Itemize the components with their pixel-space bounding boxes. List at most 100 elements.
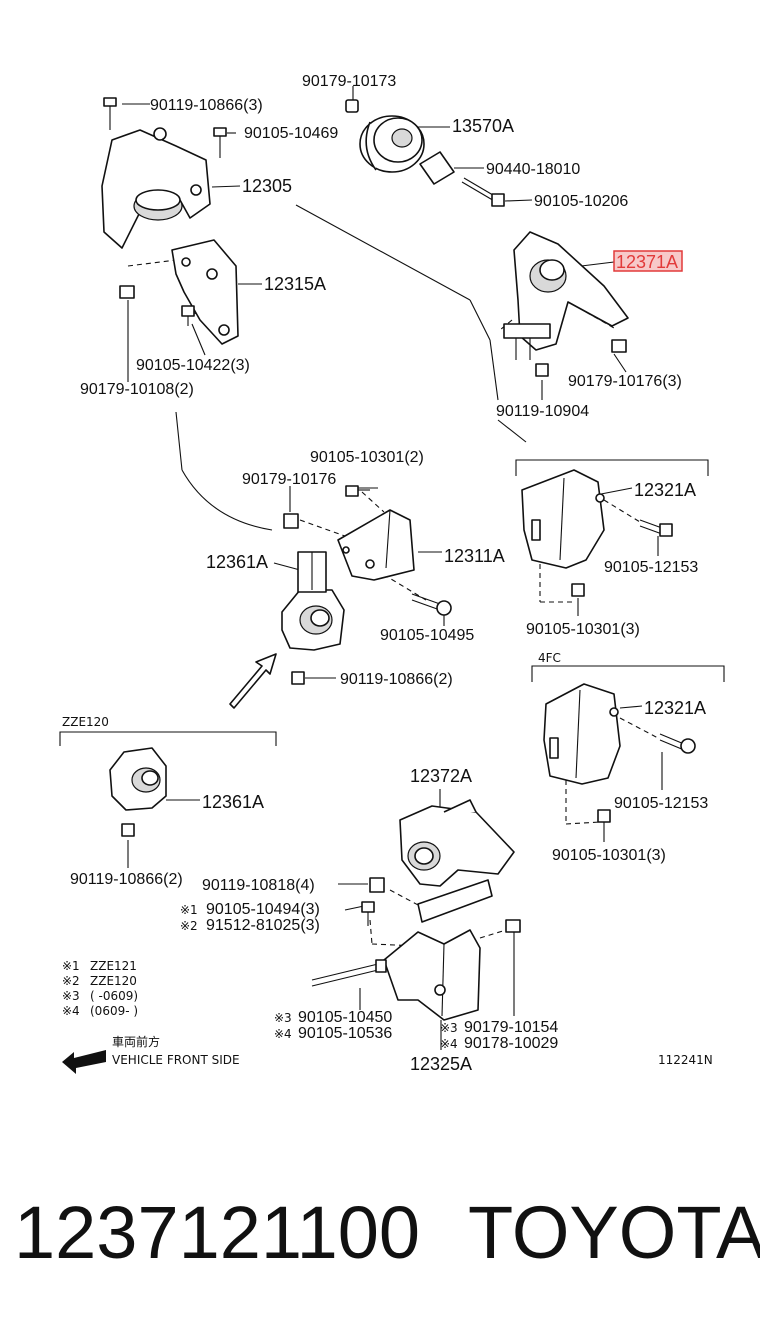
group-label-4fc: 4FC	[538, 651, 561, 665]
bolt-90105-10301-top	[571, 583, 585, 597]
bolt-90105-10301-mid	[345, 485, 370, 497]
bracket-12325A	[383, 929, 481, 1021]
nut-90179-10154	[505, 919, 521, 933]
label-12311A: 12311A	[444, 546, 505, 566]
label-12321A-bottom: 12321A	[644, 698, 706, 718]
legend-text-2: ZZE120	[90, 974, 137, 988]
front-label-en: VEHICLE FRONT SIDE	[112, 1053, 240, 1067]
front-arrow-icon	[62, 1050, 106, 1074]
label-12321A-top: 12321A	[634, 480, 696, 500]
label-90105-10301-3-bottom: 90105-10301(3)	[552, 847, 666, 864]
mark-1: ※1	[180, 903, 198, 917]
part-number: 1237121100	[14, 1191, 421, 1274]
mount-12372A	[399, 799, 515, 923]
label-12371A: 12371A	[616, 252, 678, 272]
label-12315A: 12315A	[264, 274, 326, 294]
legend-text-3: ( -0609)	[90, 989, 138, 1003]
nut-90179-10176-right	[611, 339, 627, 353]
bolt-90105-10450	[311, 959, 387, 987]
mount-12371A-highlighted	[503, 231, 629, 360]
label-90105-12153-top: 90105-12153	[604, 559, 698, 576]
label-90105-12153-bottom: 90105-12153	[614, 795, 708, 812]
mark-3-left: ※3	[274, 1011, 292, 1025]
label-90440-18010: 90440-18010	[486, 161, 580, 178]
label-90105-10422-3: 90105-10422(3)	[136, 357, 250, 374]
label-90179-10108-2: 90179-10108(2)	[80, 381, 194, 398]
part-labels: 90179-10173 90119-10866(3) 13570A 90105-…	[70, 73, 708, 1074]
diagram-canvas: 90179-10173 90119-10866(3) 13570A 90105-…	[59, 73, 725, 1074]
label-12361A: 12361A	[206, 552, 268, 572]
mark-4-right: ※4	[440, 1037, 458, 1051]
label-90178-10029: 90178-10029	[464, 1035, 558, 1052]
label-90179-10176: 90179-10176	[242, 471, 336, 488]
label-90105-10495: 90105-10495	[380, 627, 474, 644]
label-90105-10450: 90105-10450	[298, 1009, 392, 1026]
label-90179-10176-3: 90179-10176(3)	[568, 373, 682, 390]
bolt-90105-12153-bottom	[659, 733, 696, 754]
footer-caption: 1237121100 TOYOTA	[0, 1180, 760, 1300]
legend-text-1: ZZE121	[90, 959, 137, 973]
engine-mount-12305	[101, 127, 211, 249]
bolt-90105-10301-bottom	[597, 809, 611, 823]
label-90119-10904: 90119-10904	[496, 403, 589, 420]
legend-mark-4: ※4	[62, 1004, 80, 1018]
nut-90179-10176-mid	[283, 513, 299, 529]
legend-mark-1: ※1	[62, 959, 80, 973]
brand-name: TOYOTA	[468, 1191, 760, 1274]
highlight-box	[613, 250, 683, 272]
bolt-90119-10818	[369, 877, 385, 893]
label-90119-10866-2-zze120: 90119-10866(2)	[70, 871, 183, 888]
footnote-legend: ※1 ZZE121 ※2 ZZE120 ※3 ( -0609) ※4 (0609…	[62, 959, 138, 1018]
label-90105-10494-3: 90105-10494(3)	[206, 901, 320, 918]
legend-mark-3: ※3	[62, 989, 80, 1003]
mark-2: ※2	[180, 919, 198, 933]
label-12361A-zze120: 12361A	[202, 792, 264, 812]
vehicle-front-indicator: 車両前方 VEHICLE FRONT SIDE	[112, 1034, 240, 1067]
group-brackets	[59, 459, 725, 746]
bracket-12315A	[171, 239, 239, 345]
bolt-90105-10469	[213, 127, 227, 158]
bracket-12321A-bottom	[543, 683, 621, 785]
mark-4-left: ※4	[274, 1027, 292, 1041]
group-label-zze120: ZZE120	[62, 715, 109, 729]
legend-text-4: (0609- )	[90, 1004, 138, 1018]
mount-12361A	[281, 551, 345, 651]
bolt-90105-10206	[461, 177, 505, 207]
label-90105-10206: 90105-10206	[534, 193, 628, 210]
label-90179-10173: 90179-10173	[302, 73, 396, 90]
label-90105-10536: 90105-10536	[298, 1025, 392, 1042]
collar-90440-18010	[419, 151, 455, 185]
label-90179-10154: 90179-10154	[464, 1019, 558, 1036]
bolt-90105-10495	[411, 593, 452, 616]
legend-mark-2: ※2	[62, 974, 80, 988]
mount-12361A-zze120	[109, 747, 167, 837]
bolt-90119-10866-mid	[291, 671, 305, 685]
bracket-12311A	[337, 509, 415, 581]
bolt-90105-12153-top	[639, 519, 673, 537]
diagram-code: 112241N	[658, 1053, 713, 1067]
label-90105-10301-3-top: 90105-10301(3)	[526, 621, 640, 638]
label-12325A: 12325A	[410, 1054, 472, 1074]
bolt-90105-10422	[181, 305, 195, 326]
label-12372A: 12372A	[410, 766, 472, 786]
label-90119-10818-4: 90119-10818(4)	[202, 877, 315, 894]
label-91512-81025-3: 91512-81025(3)	[206, 917, 320, 934]
mark-3-right: ※3	[440, 1021, 458, 1035]
label-13570A: 13570A	[452, 116, 514, 136]
pulley-13570A	[359, 115, 425, 173]
label-90105-10469: 90105-10469	[244, 125, 338, 142]
label-12305: 12305	[242, 176, 292, 196]
label-90105-10301-2: 90105-10301(2)	[310, 449, 424, 466]
bolt-90119-10866-top	[103, 97, 117, 130]
label-90119-10866-2: 90119-10866(2)	[340, 671, 453, 688]
leader-lines	[122, 86, 663, 1050]
nut-90179-10173	[345, 99, 359, 113]
label-90119-10866-3: 90119-10866(3)	[150, 97, 263, 114]
bolt-90119-10904	[535, 363, 549, 377]
nut-90179-10108	[119, 285, 135, 299]
direction-arrow	[229, 653, 277, 709]
group-labels: 4FC ZZE120	[62, 651, 561, 729]
bolt-90105-10494	[361, 901, 375, 926]
front-label-jp: 車両前方	[112, 1034, 160, 1049]
